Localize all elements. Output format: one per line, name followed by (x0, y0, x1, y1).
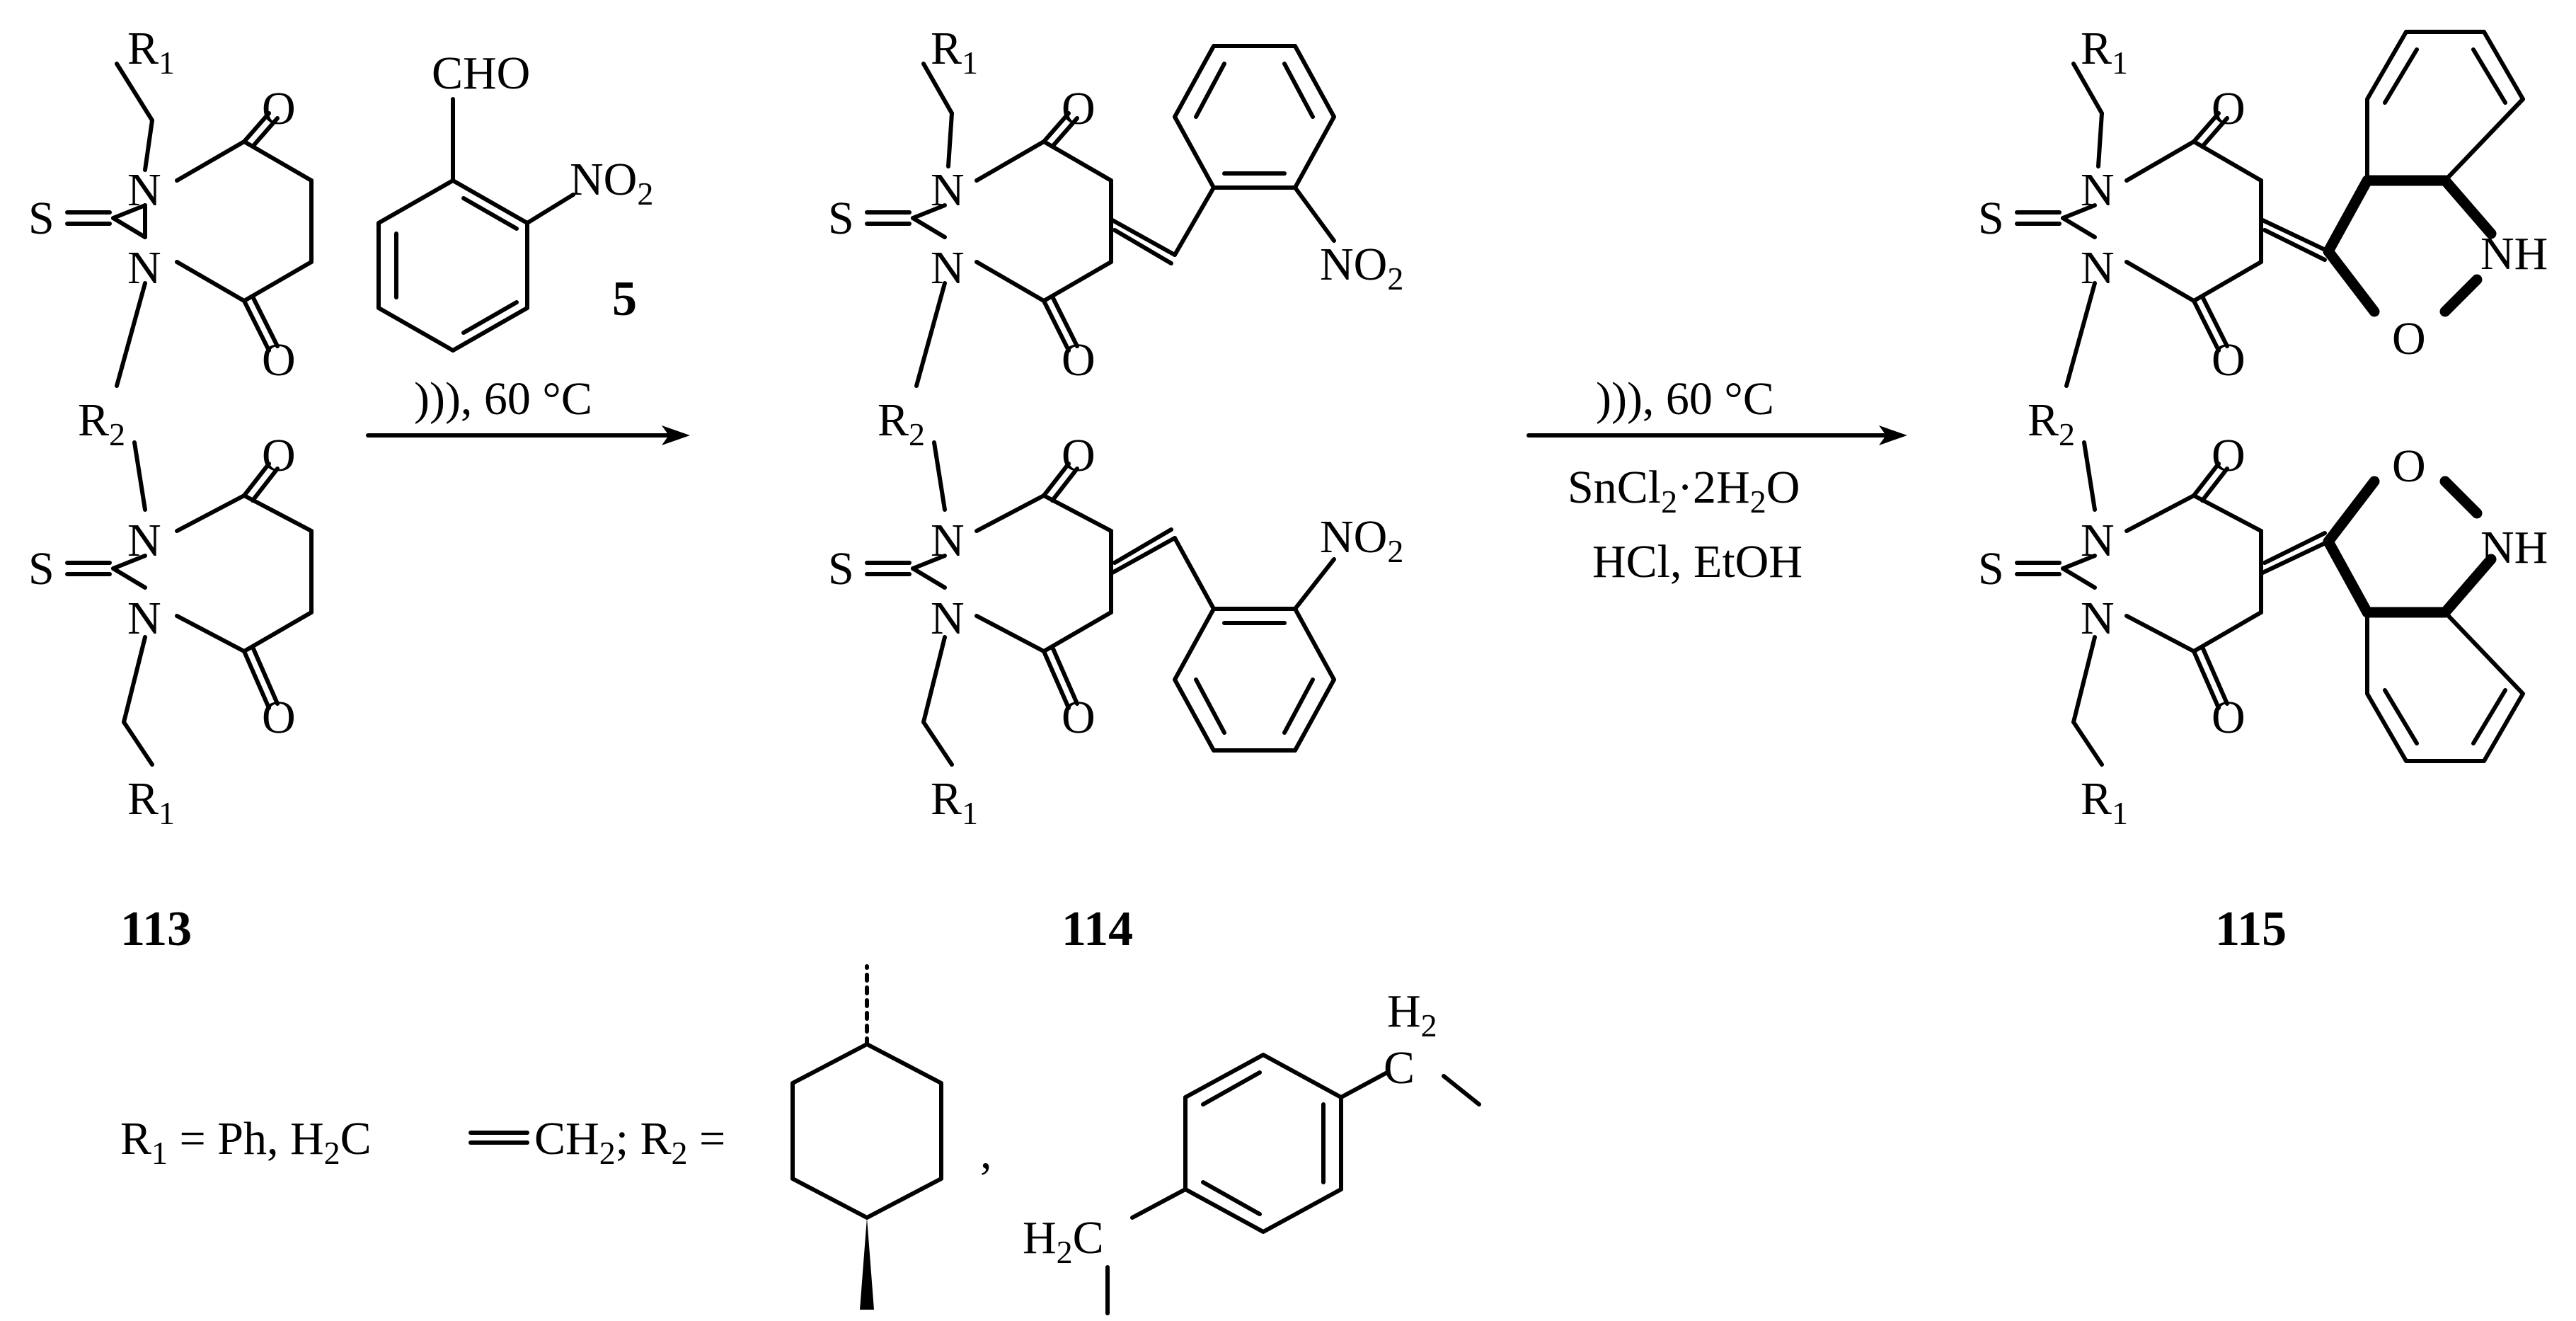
s-atom: S (28, 543, 54, 595)
s-atom: S (1978, 543, 2004, 595)
ch2-top: C (1384, 1042, 1415, 1094)
o-atom: O (1062, 692, 1096, 743)
o-atom: O (262, 430, 296, 481)
no2-group: NO2 (1320, 239, 1403, 297)
n-atom: N (2081, 515, 2115, 566)
compound-label-114: 114 (1062, 902, 1133, 956)
compound-115-structure (2015, 30, 2525, 767)
condition-step2-line1: ))), 60 °C (1596, 373, 1774, 425)
s-atom: S (1978, 193, 2004, 244)
o-atom: O (2212, 83, 2246, 135)
nh-atom: NH (2480, 522, 2548, 573)
s-atom: S (28, 193, 54, 244)
h2-top: H2 (1387, 985, 1437, 1043)
cho-group: CHO (432, 47, 530, 99)
r2-label: R2 (878, 394, 925, 452)
o-atom: O (2392, 313, 2426, 365)
n-atom: N (931, 593, 965, 644)
compound-label-5: 5 (612, 272, 637, 326)
o-atom: O (2212, 692, 2246, 743)
substituent-definition-cont: CH2; R2 = (534, 1113, 725, 1171)
o-atom: O (1062, 334, 1096, 386)
legend-comma: , (980, 1127, 992, 1179)
n-atom: N (127, 242, 161, 294)
r2-label: R2 (2028, 394, 2075, 452)
o-atom: O (262, 334, 296, 386)
no2-group: NO2 (1320, 511, 1403, 569)
xylylene-diagram: C H2 H2C (1023, 985, 1481, 1315)
condition-step2-line2: SnCl2·2H2O (1568, 462, 1800, 520)
o-atom: O (262, 83, 296, 135)
n-atom: N (931, 515, 965, 566)
compound-115-labels: R1 N O S N O NH O R2 O O N S NH N O R1 1… (1978, 23, 2548, 956)
no2-group: NO2 (570, 154, 653, 212)
r1-top-label: R1 (2081, 23, 2128, 81)
r1-bottom-label: R1 (2081, 773, 2128, 831)
n-atom: N (2081, 242, 2115, 294)
compound-113-structure (65, 62, 314, 767)
o-atom: O (2212, 334, 2246, 386)
compound-label-113: 113 (120, 902, 192, 956)
n-atom: N (931, 242, 965, 294)
r1-bottom-label: R1 (931, 773, 978, 831)
o-atom: O (2212, 430, 2246, 481)
s-atom: S (828, 543, 854, 595)
substituent-legend: R1 = Ph, H2C CH2; R2 = , C H2 H2C (120, 964, 1481, 1315)
r2-label: R2 (78, 394, 125, 452)
r1-top-label: R1 (931, 23, 978, 81)
o-atom: O (2392, 440, 2426, 492)
substituent-definition: R1 = Ph, H2C (120, 1113, 372, 1171)
ch2-bottom: H2C (1023, 1212, 1104, 1270)
n-atom: N (127, 164, 161, 216)
compound-114-labels: R1 N O S N O NO2 R2 O N S NO2 N O R1 114 (828, 23, 1403, 956)
compound-label-115: 115 (2215, 902, 2287, 956)
n-atom: N (2081, 593, 2115, 644)
n-atom: N (931, 164, 965, 216)
condition-step2-line3: HCl, EtOH (1592, 536, 1802, 588)
nh-atom: NH (2480, 228, 2548, 280)
r1-top-label: R1 (127, 23, 175, 81)
cyclohexylene-diagram (790, 964, 943, 1310)
n-atom: N (127, 593, 161, 644)
compound-5-labels: CHO NO2 5 (432, 47, 653, 326)
n-atom: N (127, 515, 161, 566)
o-atom: O (1062, 430, 1096, 481)
reaction-arrow-1: ))), 60 °C (366, 373, 690, 445)
compound-114-structure (865, 44, 1336, 767)
s-atom: S (828, 193, 854, 244)
condition-step1: ))), 60 °C (414, 373, 592, 425)
compound-5-structure (376, 97, 575, 353)
n-atom: N (2081, 164, 2115, 216)
r1-bottom-label: R1 (127, 773, 175, 831)
compound-113-labels: R1 N O S N O R2 O N S N O R1 113 (28, 23, 296, 956)
o-atom: O (1062, 83, 1096, 135)
reaction-arrow-2: ))), 60 °C SnCl2·2H2O HCl, EtOH (1526, 373, 1907, 588)
o-atom: O (262, 692, 296, 743)
